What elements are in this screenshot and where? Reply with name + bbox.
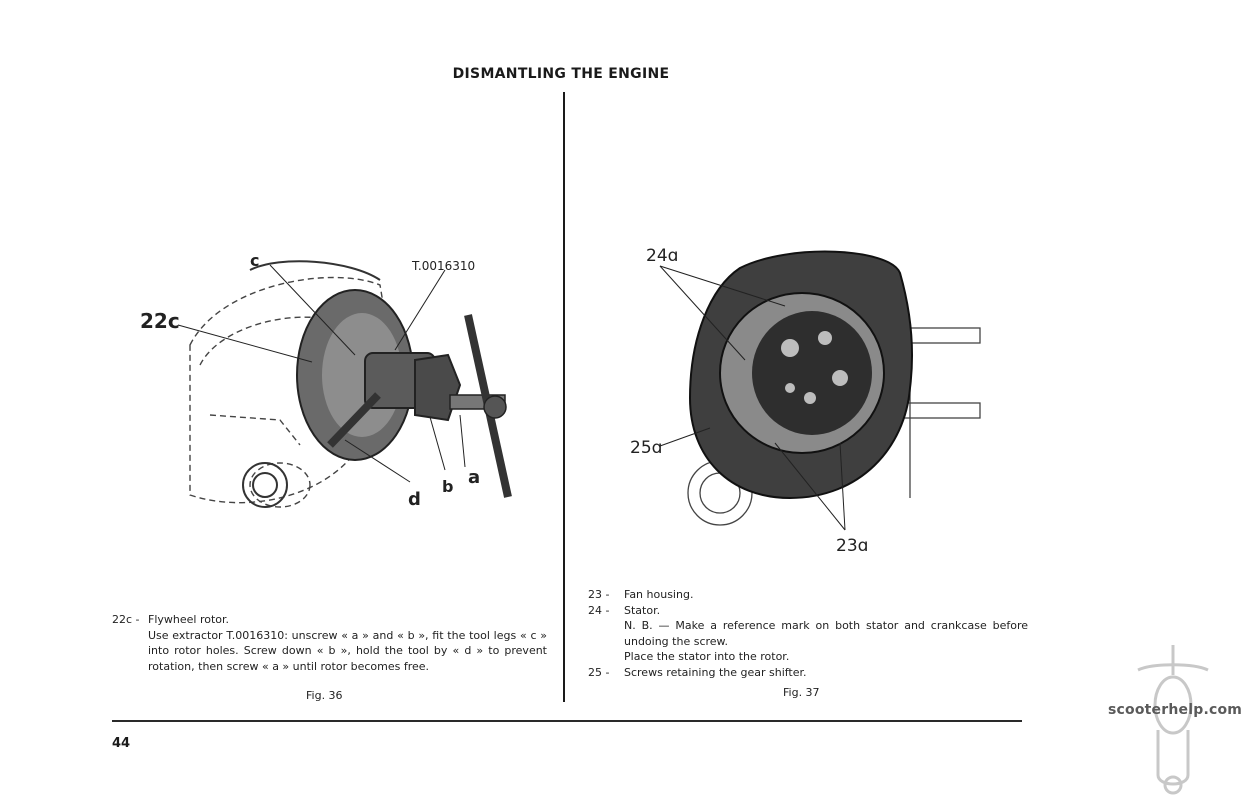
callout-23a: 23ɑ (836, 536, 869, 556)
caption-text: N. B. — Make a reference mark on both st… (624, 619, 1028, 648)
caption-body: Use extractor T.0016310: unscrew « a » a… (148, 628, 547, 673)
flywheel-extractor-drawing (177, 260, 512, 508)
figure-36-caption: 22c - Flywheel rotor. Use extractor T.00… (112, 612, 547, 674)
caption-text: Stator. (624, 603, 661, 617)
page-title: DISMANTLING THE ENGINE (452, 66, 670, 82)
stator-fan-housing-drawing (659, 250, 981, 531)
scooter-logo-icon (1137, 645, 1209, 795)
callout-a: a (468, 467, 481, 488)
column-divider (563, 92, 565, 702)
caption-number: 25 - (588, 665, 610, 679)
caption-number: 23 - (588, 588, 610, 601)
callout-25a: 25ɑ (630, 438, 663, 458)
callout-b: b (442, 477, 454, 496)
callout-22c: 22c (140, 309, 180, 333)
caption-text: Screws retaining the gear shifter. (624, 665, 807, 679)
footer-rule (112, 720, 1022, 722)
caption-number: 22c - (112, 613, 140, 626)
caption-text: Fan housing. (624, 588, 694, 601)
figure-36-label: Fig. 36 (306, 689, 343, 702)
caption-heading: Flywheel rotor. (148, 613, 230, 626)
callout-d: d (408, 489, 421, 510)
caption-number (588, 649, 624, 665)
figure-36-illustration: c T.0016310 22c d b a (130, 245, 530, 535)
callout-24a: 24ɑ (646, 246, 679, 266)
figure-37-illustration: 24ɑ 25ɑ 23ɑ (590, 228, 990, 563)
callout-c: c (250, 251, 260, 270)
caption-number: 24 - (588, 603, 610, 617)
caption-number (588, 618, 624, 649)
figure-37-label: Fig. 37 (783, 686, 820, 699)
figure-37-caption: 23 - Fan housing. 24 - Stator. N. B. — Mak… (588, 587, 1028, 680)
callout-tool-number: T.0016310 (412, 259, 476, 273)
caption-text: Place the stator into the rotor. (624, 650, 790, 663)
watermark-text: scooterhelp.com (1108, 702, 1243, 718)
page-number: 44 (112, 736, 131, 751)
